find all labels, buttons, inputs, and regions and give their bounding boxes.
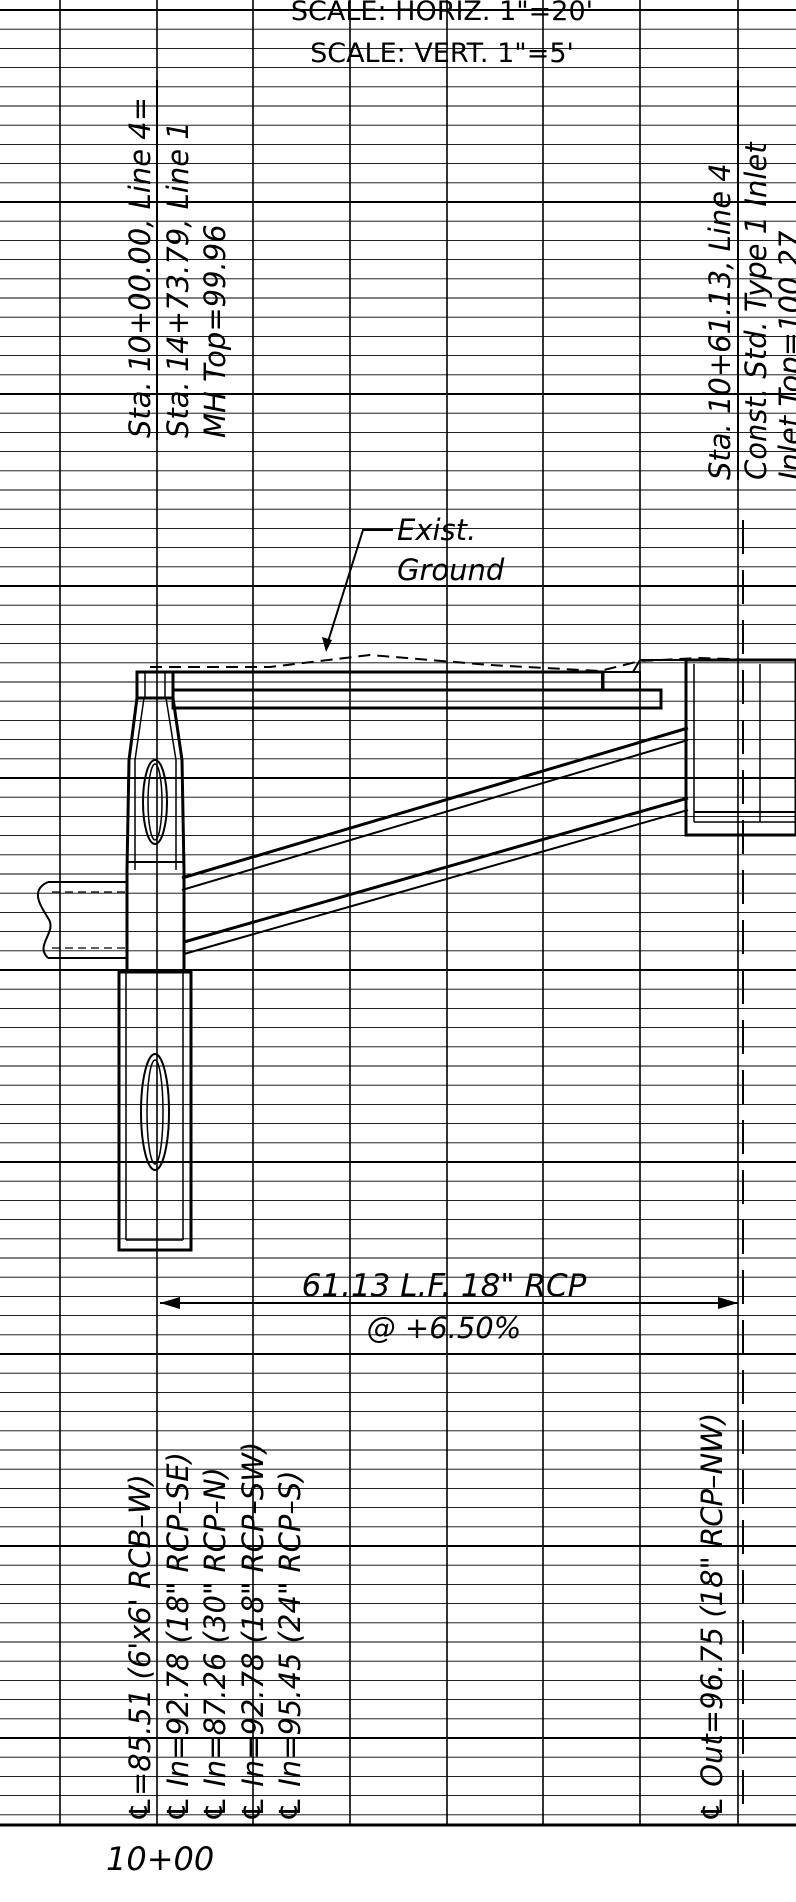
left-invert-label-1: ℄=85.51 (6'x6' RCB–W): [123, 1474, 157, 1822]
ground-leader-line: [325, 529, 393, 649]
rcp-pipe-sloped: [181, 726, 689, 955]
left-station-label: Sta. 10+00.00, Line 4=: [123, 97, 157, 438]
left-incoming-pipe: [36, 881, 127, 959]
pipe-length-label: 61.13 L.F. 18" RCP: [302, 1268, 587, 1304]
left-invert-labels: ℄=85.51 (6'x6' RCB–W)℄ In=92.78 (18" RCP…: [123, 1442, 307, 1822]
right-inlet-structure: [684, 658, 796, 837]
left-line1-station-label: Sta. 14+73.79, Line 1: [161, 121, 195, 438]
left-invert-label-2: ℄ In=92.78 (18" RCP–SE): [161, 1452, 195, 1822]
top-structure-slab: [171, 659, 686, 710]
right-invert-label: ℄ Out=96.75 (18" RCP–NW): [695, 1413, 729, 1822]
profile-grid: [0, 0, 796, 1825]
pipe-length-dimension: [160, 1297, 738, 1309]
ground-label-line1: Exist.: [397, 513, 476, 547]
station-tick-label: 10+00: [106, 1840, 214, 1878]
ground-label-line2: Ground: [397, 553, 505, 587]
ground-leader-arrow: [322, 637, 332, 652]
left-invert-label-5: ℄ In=95.45 (24" RCP–S): [273, 1470, 307, 1822]
left-manhole: [117, 670, 193, 1252]
scale-horiz-label: SCALE: HORIZ. 1"=20': [291, 0, 593, 27]
right-top-elevation-label: Inlet Top=100.27: [773, 230, 796, 480]
right-station-label: Sta. 10+61.13, Line 4: [703, 163, 737, 480]
pipe-slope-label: @ +6.50%: [367, 1311, 522, 1345]
left-invert-label-4: ℄ In=92.78 (18" RCP–SW): [236, 1442, 270, 1822]
left-top-elevation-label: MH Top=99.96: [198, 224, 232, 438]
left-invert-label-3: ℄ In=87.26 (30" RCP–N): [198, 1467, 232, 1822]
scale-vert-label: SCALE: VERT. 1"=5': [310, 38, 574, 69]
right-inlet-type-label: Const. Std. Type 1 Inlet: [739, 141, 773, 480]
